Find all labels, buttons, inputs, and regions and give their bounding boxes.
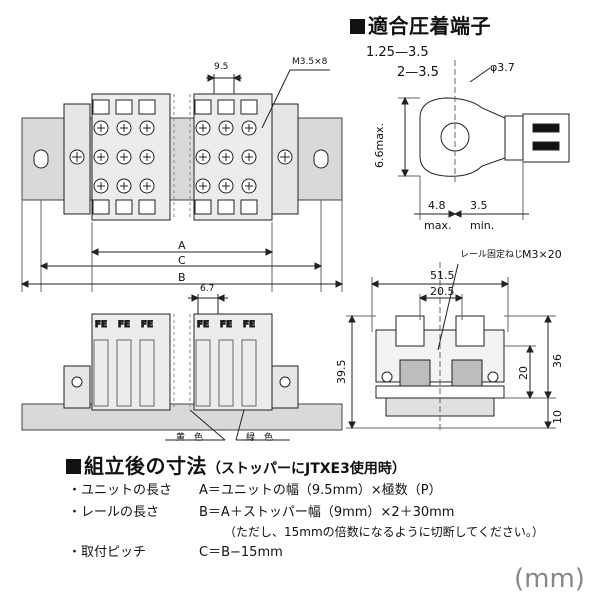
rail-screw-size: M3×20 [522,248,562,261]
square-bullet-icon [66,459,81,474]
yellow-label: 黄 色 [176,433,204,443]
width-205-label: 20.5 [430,285,455,298]
hole-diameter-label: φ3.7 [490,61,515,74]
height-max-label: 6.6max. [373,123,386,168]
fe-tag: FE [243,320,255,330]
top-view-block [21,93,343,221]
screw-size-label: M3.5×8 [292,57,328,67]
width-515-label: 51.5 [430,269,455,282]
terminal-heading: 適合圧着端子 [350,16,491,36]
unit-cell [218,339,234,407]
terminal-tab [240,99,258,115]
unit-cell [116,339,132,407]
terminal-tab [92,99,110,115]
lower-front-view: FE FE FE FE FE FE [21,294,343,441]
height-36-label: 36 [551,354,564,368]
height-395-label: 39.5 [335,359,348,385]
crimp-terminal [398,60,570,220]
fe-tag: FE [197,320,209,330]
terminal-tab [115,99,133,115]
left-dim-unit: max. [424,219,452,232]
terminal-tab [115,199,133,215]
fe-tag: FE [141,320,153,330]
unit-cell [93,339,109,407]
fe-tag: FE [118,320,130,330]
side-view [346,262,556,430]
unit-cell [241,339,257,407]
unit-cell [139,339,155,407]
dim-b-label: B [178,271,186,284]
terminal-tab [240,199,258,215]
pitch-67-label: 6.7 [200,284,215,294]
terminal-tab [194,99,212,115]
left-dim-label: 4.8 [428,199,446,212]
unit-label: (mm) [514,564,585,594]
pitch-label: 9.5 [214,62,229,72]
height-20-label: 20 [517,366,530,380]
rail-screw-label: レール固定ねじ [460,250,524,260]
right-dim-label: 3.5 [470,199,488,212]
fe-tag: FE [95,320,107,330]
top-view-screws [92,99,258,215]
terminal-size-1: 1.25—3.5 [366,45,429,60]
terminal-tab [138,99,156,115]
dim-c-label: C [178,254,186,267]
terminal-tab [92,199,110,215]
terminal-tab [138,199,156,215]
green-label: 緑 色 [246,433,274,443]
height-10-label: 10 [551,410,564,424]
assembly-line-3: （ただし、15mmの倍数になるように切断してください。） [224,525,544,539]
terminal-size-2: 2—3.5 [397,65,439,80]
unit-cell [195,339,211,407]
pitch-dimension [206,69,330,129]
right-dim-unit: min. [470,219,495,232]
length-dimensions [20,200,344,292]
terminal-tab [217,199,235,215]
assembly-heading: 組立後の寸法（ストッパーにJTXE3使用時） [66,456,406,476]
terminal-tab [217,99,235,115]
fe-tag: FE [220,320,232,330]
square-bullet-icon [350,19,365,34]
terminal-tab [194,199,212,215]
dim-a-label: A [178,239,186,252]
